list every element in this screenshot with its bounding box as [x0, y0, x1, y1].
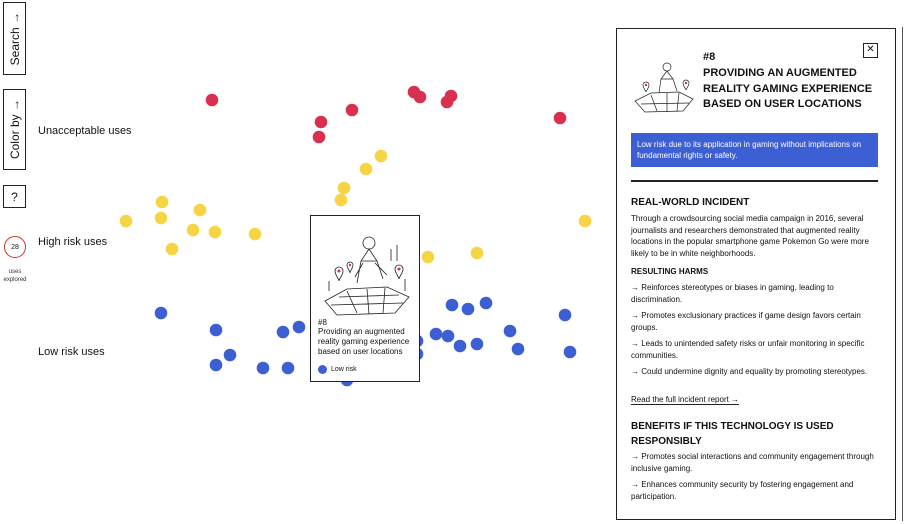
use-dot-high[interactable]	[374, 149, 388, 163]
use-dot-low[interactable]	[503, 324, 517, 338]
use-dot-low[interactable]	[461, 302, 475, 316]
row-label-high-risk: High risk uses	[38, 236, 108, 248]
illustration-icon	[324, 236, 410, 316]
use-dot-low[interactable]	[470, 337, 484, 351]
panel-title: PROVIDING AN AUGMENTED REALITY GAMING EX…	[703, 67, 873, 110]
close-icon[interactable]: ✕	[863, 43, 878, 58]
use-dot-high[interactable]	[165, 242, 179, 256]
use-dot-high[interactable]	[154, 211, 168, 225]
use-dot-low[interactable]	[256, 361, 270, 375]
use-dot-unacceptable[interactable]	[205, 93, 219, 107]
use-dot-high[interactable]	[208, 225, 222, 239]
use-dot-low[interactable]	[558, 308, 572, 322]
harms-heading: RESULTING HARMS	[631, 267, 709, 276]
use-dot-low[interactable]	[209, 358, 223, 372]
card-risk: Low risk	[318, 365, 357, 374]
use-dot-high[interactable]	[155, 195, 169, 209]
harm-item: → Reinforces stereotypes or biases in ga…	[631, 283, 834, 304]
uses-explored-counter: 28	[4, 236, 26, 258]
benefits-heading: BENEFITS IF THIS TECHNOLOGY IS USED RESP…	[631, 421, 834, 447]
use-dot-low[interactable]	[563, 345, 577, 359]
risk-banner: Low risk due to its application in gamin…	[631, 133, 878, 167]
incident-heading: REAL-WORLD INCIDENT	[631, 197, 750, 208]
use-dot-low[interactable]	[445, 298, 459, 312]
use-dot-low[interactable]	[154, 306, 168, 320]
incident-text: Through a crowdsourcing social media cam…	[631, 214, 869, 258]
use-dot-unacceptable[interactable]	[553, 111, 567, 125]
use-dot-high[interactable]	[193, 203, 207, 217]
panel-edge	[902, 27, 903, 521]
use-dot-low[interactable]	[441, 329, 455, 343]
uses-explored-label: uses explored	[3, 269, 27, 283]
use-dot-unacceptable[interactable]	[440, 95, 454, 109]
hover-card[interactable]: #8 Providing an augmented reality gaming…	[310, 215, 420, 382]
card-risk-label: Low risk	[331, 366, 357, 373]
help-button[interactable]: ?	[3, 185, 26, 208]
use-dot-unacceptable[interactable]	[345, 103, 359, 117]
use-dot-unacceptable[interactable]	[413, 90, 427, 104]
search-button[interactable]: Search →	[3, 2, 26, 75]
use-dot-unacceptable[interactable]	[312, 130, 326, 144]
use-dot-high[interactable]	[334, 193, 348, 207]
use-dot-low[interactable]	[429, 327, 443, 341]
use-dot-high[interactable]	[186, 223, 200, 237]
color-by-button[interactable]: Color by →	[3, 89, 26, 170]
use-dot-high[interactable]	[421, 250, 435, 264]
incident-report-link[interactable]: Read the full incident report →	[631, 395, 740, 405]
use-dot-unacceptable[interactable]	[314, 115, 328, 129]
use-dot-low[interactable]	[292, 320, 306, 334]
use-dot-high[interactable]	[359, 162, 373, 176]
use-dot-low[interactable]	[223, 348, 237, 362]
use-dot-high[interactable]	[337, 181, 351, 195]
illustration-icon	[634, 62, 694, 113]
harm-item: → Could undermine dignity and equality b…	[631, 367, 868, 376]
use-dot-low[interactable]	[276, 325, 290, 339]
use-dot-low[interactable]	[511, 342, 525, 356]
harm-item: → Leads to unintended safety risks or un…	[631, 339, 865, 360]
row-label-low-risk: Low risk uses	[38, 346, 105, 358]
use-dot-low[interactable]	[209, 323, 223, 337]
use-dot-high[interactable]	[119, 214, 133, 228]
use-dot-low[interactable]	[281, 361, 295, 375]
harm-item: → Promotes exclusionary practices if gam…	[631, 311, 861, 332]
use-dot-high[interactable]	[470, 246, 484, 260]
use-dot-high[interactable]	[248, 227, 262, 241]
use-dot-low[interactable]	[453, 339, 467, 353]
card-number: #8	[318, 318, 327, 327]
use-dot-low[interactable]	[479, 296, 493, 310]
row-label-unacceptable: Unacceptable uses	[38, 125, 132, 137]
benefit-item: → Promotes social interactions and commu…	[631, 452, 874, 473]
panel-number: #8	[703, 51, 716, 63]
detail-panel: ✕ #8 PROVIDING AN AUGMENTED REALITY GAMI…	[616, 27, 903, 521]
benefit-item: → Enhances community security by fosteri…	[631, 480, 854, 501]
uses-scatter	[119, 85, 592, 387]
use-dot-high[interactable]	[578, 214, 592, 228]
risk-dot-icon	[318, 365, 327, 374]
divider	[631, 180, 878, 182]
card-title: Providing an augmented reality gaming ex…	[318, 327, 410, 356]
